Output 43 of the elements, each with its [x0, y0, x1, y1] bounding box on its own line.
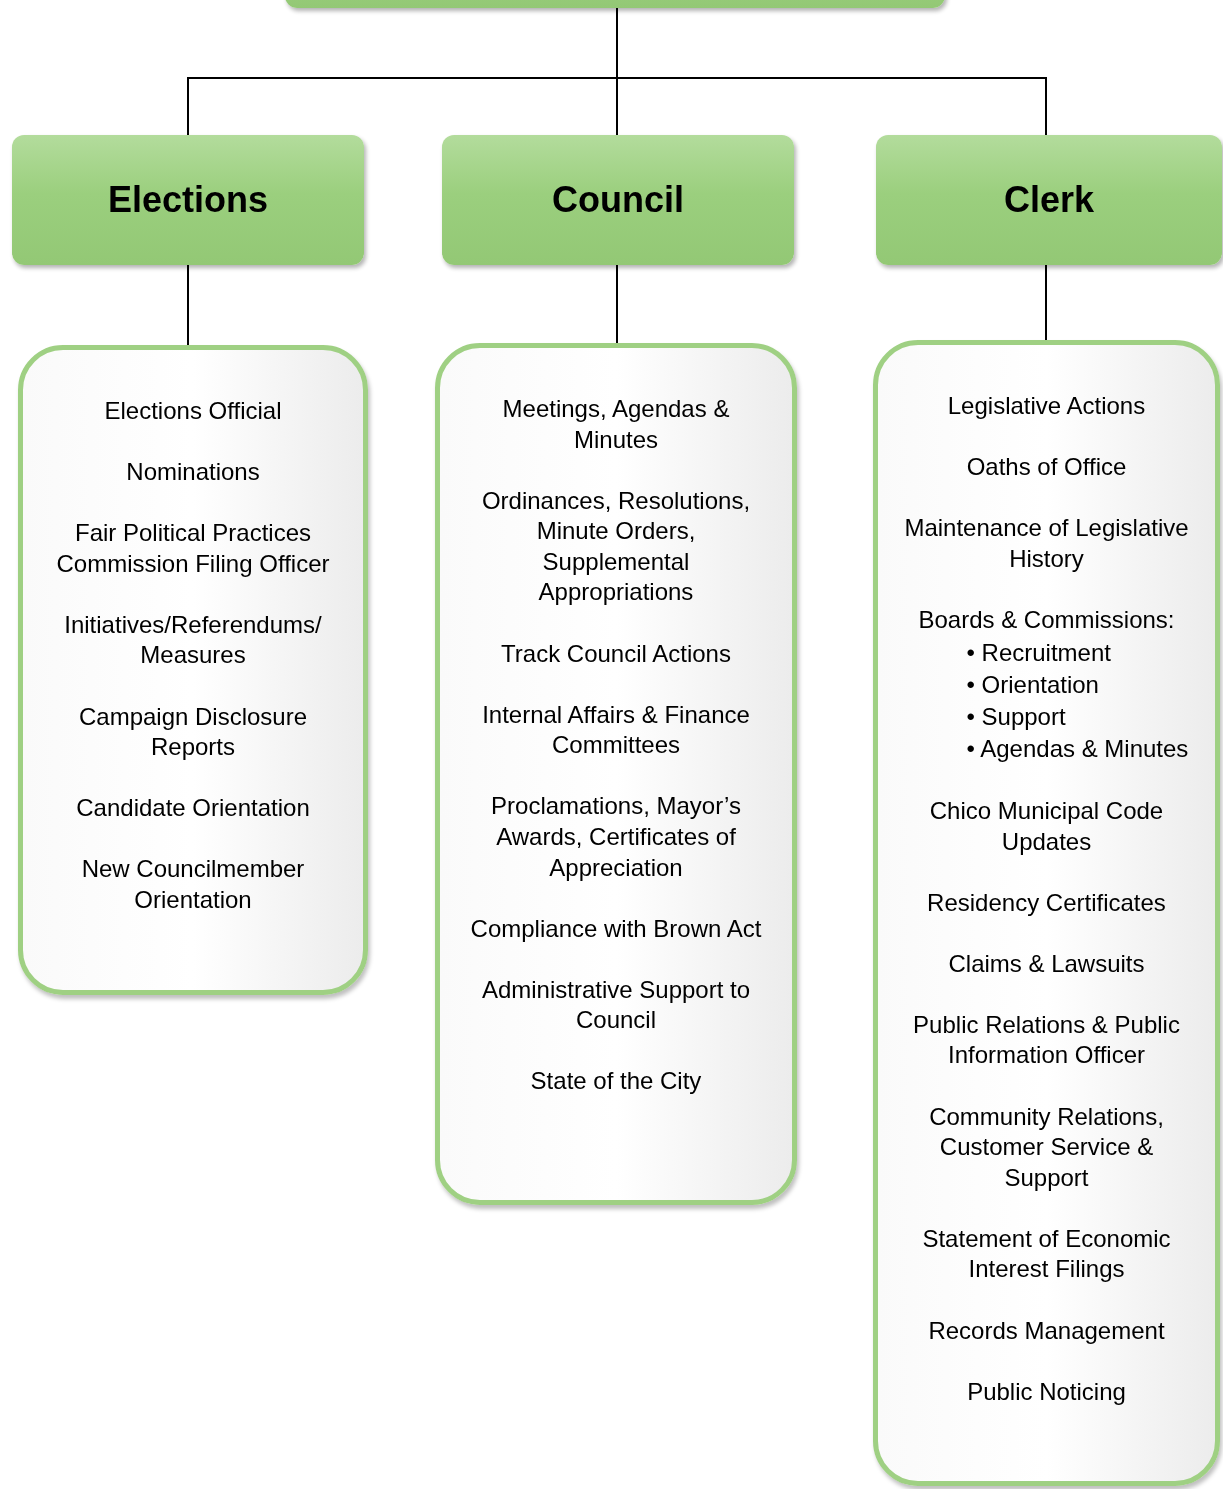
- bullet-item: • Recruitment: [966, 638, 1112, 669]
- duty-item: Legislative Actions: [946, 391, 1147, 421]
- duty-item: Compliance with Brown Act: [469, 913, 763, 944]
- connector-line: [616, 264, 618, 344]
- duties-panel: [873, 340, 1220, 1486]
- duty-item: Public Noticing: [966, 1376, 1127, 1407]
- duty-item: Nominations: [125, 457, 261, 488]
- duty-item: Track Council Actions: [500, 638, 732, 669]
- category-box: [442, 135, 794, 265]
- connector-line: [1045, 264, 1047, 341]
- duties-panel: [18, 345, 368, 995]
- duty-item: Community Relations, Customer Service & Support: [928, 1101, 1165, 1193]
- bullet-item: • Orientation: [966, 670, 1100, 701]
- list-heading: Boards & Commissions:: [917, 604, 1176, 635]
- duty-item: Elections Official: [103, 396, 283, 426]
- duty-item: Initiatives/Referendums/ Measures: [63, 609, 323, 671]
- duty-item: Internal Affairs & Finance Committees: [481, 699, 751, 761]
- duty-item: Meetings, Agendas & Minutes: [501, 394, 731, 455]
- duty-item: State of the City: [529, 1066, 703, 1097]
- duty-item: Statement of Economic Interest Filings: [921, 1223, 1172, 1285]
- duty-item: New Councilmember Orientation: [80, 854, 306, 915]
- duty-item: Chico Municipal Code Updates: [928, 795, 1165, 857]
- category-title: Elections: [107, 179, 269, 221]
- duties-panel: [435, 343, 797, 1205]
- category-box: [876, 135, 1222, 265]
- category-title: Council: [552, 179, 684, 221]
- duty-item: Fair Political Practices Commission Filing Officer: [55, 518, 331, 579]
- duty-item: Maintenance of Legislative History: [903, 513, 1190, 574]
- duty-item: Residency Certificates: [926, 887, 1167, 918]
- duty-item: Oaths of Office: [965, 452, 1128, 483]
- duty-item: Records Management: [927, 1315, 1166, 1346]
- duty-item: Claims & Lawsuits: [947, 948, 1146, 979]
- duty-item: Candidate Orientation: [75, 793, 311, 824]
- duty-item: Public Relations & Public Information Officer: [912, 1009, 1181, 1071]
- duty-item: Proclamations, Mayor’s Awards, Certificates of Appreciation: [490, 791, 742, 883]
- duty-item: Ordinances, Resolutions, Minute Orders, Supplemental Appropriations: [480, 485, 752, 608]
- bullet-item: • Agendas & Minutes: [966, 734, 1189, 765]
- bullet-item: • Support: [966, 702, 1067, 733]
- category-title: Clerk: [1003, 179, 1095, 221]
- connector-line: [187, 264, 189, 346]
- duty-item: Administrative Support to Council: [480, 974, 752, 1036]
- duty-item: Campaign Disclosure Reports: [77, 701, 309, 763]
- category-box: [12, 135, 364, 265]
